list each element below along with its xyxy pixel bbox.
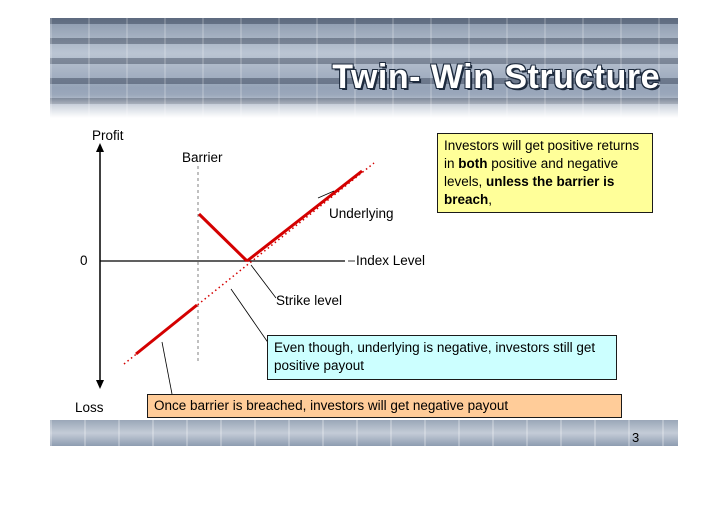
y-axis-arrow-down [96, 380, 104, 389]
callout-barrier-breached: Once barrier is breached, investors will… [147, 394, 622, 418]
callout-bold-both: both [458, 156, 488, 171]
strike-level-label: Strike level [276, 293, 343, 308]
callout-positive-returns: Investors will get positive returns in b… [437, 133, 653, 213]
footer-strip-image [50, 420, 678, 446]
payoff-lower-segment [135, 303, 198, 356]
profit-label: Profit [92, 128, 124, 143]
callout-text-3: , [488, 192, 493, 207]
banner-fade [50, 95, 678, 118]
callout-text-1: Investors will get positive returns in [444, 138, 640, 171]
underlying-label: Underlying [329, 206, 394, 221]
pointer-strike [250, 264, 277, 299]
payoff-v-right [246, 169, 363, 263]
pointer-breached [161, 341, 173, 395]
y-axis-arrow-up [96, 143, 104, 152]
pointer-underlying [317, 190, 335, 199]
pointer-negative-payout [230, 288, 270, 345]
origin-label: 0 [80, 253, 88, 268]
payoff-v-left [197, 212, 249, 263]
callout-bold-unless: unless the barrier is breach [444, 174, 615, 207]
barrier-label: Barrier [182, 150, 223, 165]
callout-negative-underlying: Even though, underlying is negative, inv… [267, 335, 617, 380]
loss-label: Loss [75, 400, 104, 415]
slide-title: Twin- Win Structure [332, 58, 660, 96]
page-number: 3 [632, 430, 640, 445]
callout-text-2: positive and negative levels, [444, 156, 619, 189]
index-level-label: Index Level [356, 253, 426, 268]
